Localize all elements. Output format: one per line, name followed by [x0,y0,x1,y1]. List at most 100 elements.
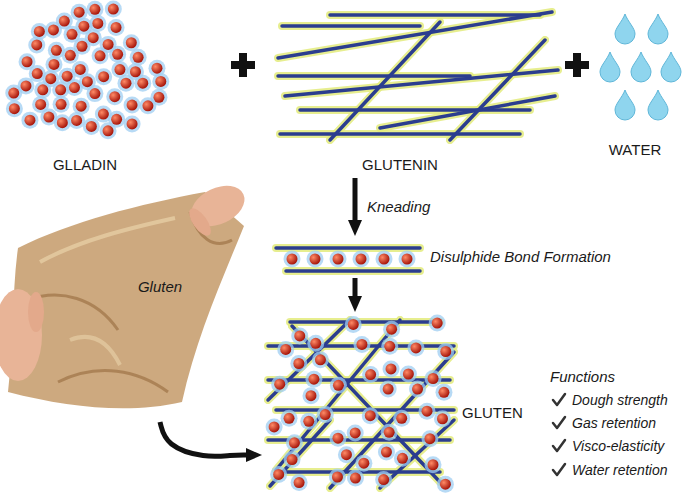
gliadin-ball [320,409,331,420]
gliadin-ball [120,78,131,89]
ball-halo [409,381,426,398]
ball-halo [105,1,122,18]
gliadin-ball [74,7,85,18]
gliadin-ball [333,380,344,391]
gliadin-ball [155,76,166,87]
gliadin-ball [284,413,295,424]
flow-arrow [353,278,358,296]
gliadin-ball [383,384,394,395]
gliadin-ball [310,254,321,265]
gliadin-ball [440,346,451,357]
gliadin-ball [82,76,93,87]
gliadin-ball [386,324,397,335]
ball-halo [383,321,400,338]
ball-halo [421,430,438,447]
glutenin-strand [268,378,450,382]
gliadin-ball [127,118,138,129]
glutenin-strand [285,70,558,96]
gliadin-ball [55,84,66,95]
glutenin-strand [282,24,420,28]
hand [185,205,215,239]
functions-heading: Functions [550,368,615,386]
glutenin-strand [276,320,400,470]
gliadin-ball [153,92,164,103]
ball-halo [330,251,347,268]
strand-glow [278,72,470,80]
ball-halo [338,446,355,463]
ball-halo [380,381,397,398]
gliadin-ball [333,254,344,265]
gliadin-cluster [5,1,169,140]
strand-glow [330,352,454,488]
ball-halo [100,122,117,139]
gliadin-ball [315,354,326,365]
dough-fold [58,371,168,392]
gliadin-ball [77,41,88,52]
ball-halo [29,65,46,82]
ball-halo [302,387,319,404]
water-drop [615,14,635,44]
ball-halo [21,112,38,129]
gliadin-ball [78,21,89,32]
ball-halo [290,355,307,372]
ball-halo [362,407,379,424]
ball-halo [434,410,451,427]
plus-bar [573,53,581,77]
gliadin-ball [410,342,421,353]
ball-halo [291,327,308,344]
gliadin-ball [127,100,138,111]
ball-halo [355,455,372,472]
gliadin-ball [432,318,443,329]
gliadin-ball [32,68,43,79]
ball-halo [394,450,411,467]
gliadin-ball [51,45,62,56]
ball-halo [425,370,442,387]
strand-glow [286,267,420,275]
gliadin-ball [89,4,100,15]
water-drop [648,14,668,44]
water-drop [648,90,668,120]
edge-label-holder: Kneading [367,207,430,225]
ball-halo [123,34,140,51]
ball-halo [270,466,287,483]
gliadin-ball [365,369,376,380]
gliadin-ball [111,22,122,33]
glutenin-strand [330,13,540,17]
ball-halo [68,112,85,129]
label-holder: Visco-elasticity [572,446,664,464]
gliadin-ball [9,103,20,114]
ball-halo [271,376,288,393]
gliadin-ball [98,71,109,82]
gliadin-ball [35,99,46,110]
strand-glow [276,320,400,470]
dough-highlight [40,218,175,262]
ball-halo [419,403,436,420]
ball-halo [106,88,123,105]
plus-bar [239,53,247,77]
function-item: Water retention [572,461,667,479]
plus-signs [231,53,589,77]
gliadin-ball [95,50,106,61]
check-mark [553,417,565,428]
gliadin-ball [22,56,33,67]
ball-halo [437,476,454,493]
glutenin-strand [292,326,440,482]
gliadin-ball [98,109,109,120]
ball-halo [424,456,441,473]
ball-halo [375,471,392,488]
ball-halo [300,413,317,430]
gliadin-ball [356,254,367,265]
ball-halo [31,23,48,40]
gliadin-ball [422,406,433,417]
gliadin-ball [269,421,280,432]
check-mark [553,440,565,451]
strand-glow [280,130,520,138]
ball-halo [124,115,141,132]
gliadin-ball [48,59,59,70]
gliadin-ball [412,384,423,395]
node-label: Disulphide Bond Formation [430,248,611,266]
gliadin-figure: GLLADIN [5,3,165,178]
ball-halo [286,434,303,451]
gliadin-ball [348,319,359,330]
gliadin-ball [56,99,67,110]
